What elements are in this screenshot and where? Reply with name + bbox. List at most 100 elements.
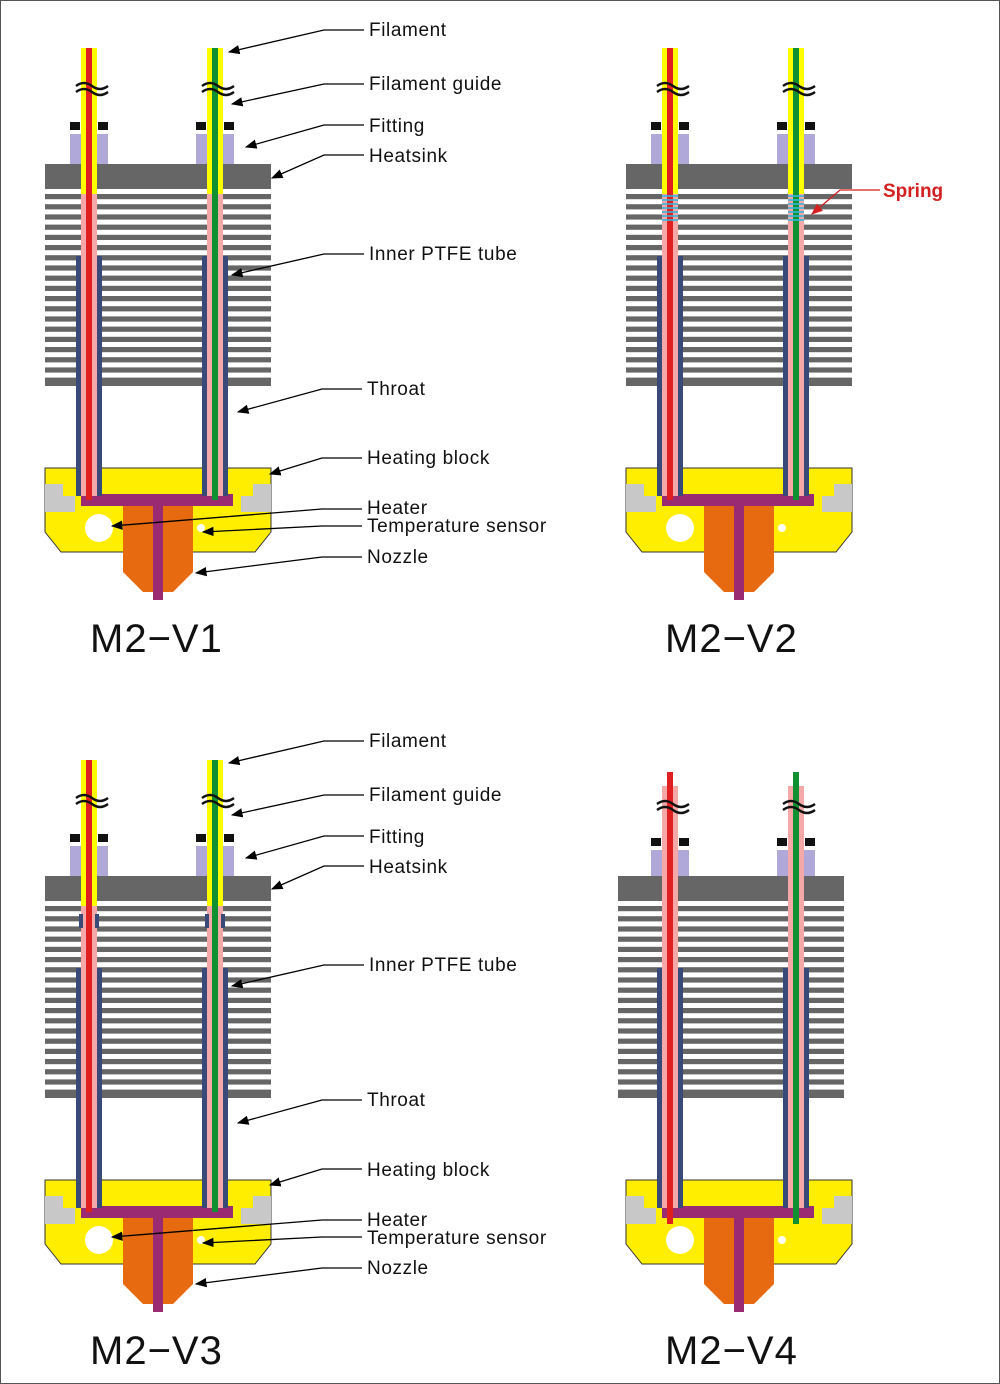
break-mark — [656, 799, 690, 809]
heatsink-fin-gap — [45, 331, 271, 337]
heatsink-fin-gap — [45, 189, 271, 194]
leader-heatsink — [270, 154, 364, 179]
heatsink-fin-gap — [45, 982, 271, 988]
heatsink-fin-gap — [618, 1003, 844, 1008]
heatsink-fin-gap — [626, 301, 852, 307]
leader-heatsink — [270, 865, 364, 890]
heater-bar — [81, 1206, 233, 1218]
heater-cartridge-hole — [666, 514, 694, 542]
heatsink-fin-gap — [618, 1054, 844, 1059]
filament — [793, 772, 799, 1224]
guide-stop — [205, 914, 209, 928]
label-nozzle-bottom: Nozzle — [367, 1258, 429, 1279]
heatsink-fin-gap — [626, 240, 852, 245]
heatsink-fin-gap — [45, 962, 271, 968]
heatsink-fin-gap — [45, 342, 271, 347]
heatsink-fin-gap — [626, 342, 852, 347]
heatsink-fin-gap — [618, 962, 844, 968]
melt-channel — [153, 506, 163, 600]
break-mark — [75, 87, 109, 97]
label-heating-block-top: Heating block — [367, 448, 490, 469]
label-filament-top: Filament — [369, 20, 447, 41]
labels-top: Filament Filament guide Fitting Heatsink… — [367, 20, 943, 568]
fitting-cap-right — [98, 122, 108, 130]
fitting-cap-right — [224, 834, 234, 842]
leader-nozzle — [194, 1267, 362, 1288]
heatsink-fin-gap — [626, 209, 852, 215]
heatsink-fin-gap — [618, 1013, 844, 1019]
leader-inner-ptfe-tube — [230, 253, 364, 278]
heatsink-fin-gap — [618, 1023, 844, 1029]
heatsink-fin-gap — [618, 931, 844, 937]
heatsink-fin-gap — [45, 1064, 271, 1070]
filament-path-right — [196, 48, 235, 500]
heatsink-fin-gap — [618, 941, 844, 947]
heatsink-fin-gap — [45, 972, 271, 978]
heatsink-fin-gap — [618, 1084, 844, 1090]
heatsink-fin-gap — [45, 372, 271, 378]
filament-path-right — [777, 48, 816, 500]
heatsink-fin-gap — [618, 972, 844, 978]
heating-block-insert-right — [822, 484, 852, 512]
heatsink-fin-gap — [626, 280, 852, 286]
melt-channel — [734, 506, 744, 600]
heating-block-insert-right — [241, 1196, 271, 1224]
heatsink-fin-gap — [45, 270, 271, 276]
leader-inner-ptfe-tube — [230, 964, 364, 989]
label-fitting-bottom: Fitting — [369, 827, 425, 848]
heatsink-fin-gap — [45, 992, 271, 998]
heatsink-fin-gap — [45, 952, 271, 957]
heater-cartridge-hole — [85, 514, 113, 542]
temperature-sensor-hole — [197, 524, 205, 532]
hotend-v4 — [618, 772, 853, 1312]
heater-cartridge-hole — [85, 1226, 113, 1254]
leader-heating-block — [268, 1168, 362, 1187]
leader-temperature-sensor — [201, 1236, 362, 1248]
heatsink-fin-gap — [618, 1033, 844, 1039]
leader-fitting — [244, 124, 364, 149]
heatsink-fin-gap — [45, 229, 271, 235]
heating-block-insert-right — [822, 1196, 852, 1224]
label-heatsink-bottom: Heatsink — [369, 857, 448, 878]
filament — [212, 48, 218, 500]
label-heating-block-bottom: Heating block — [367, 1160, 490, 1181]
heating-block-insert-left — [626, 1196, 656, 1224]
label-filament-guide-bottom: Filament guide — [369, 785, 502, 806]
heatsink-fin-gap — [45, 911, 271, 917]
heatsink-fin-gap — [626, 362, 852, 368]
heating-block-insert-left — [626, 484, 656, 512]
fitting-cap-left — [196, 834, 206, 842]
heatsink-fin-gap — [626, 199, 852, 205]
fitting-cap-right — [224, 122, 234, 130]
break-mark — [201, 81, 235, 91]
filament — [793, 48, 799, 500]
heatsink-fin-gap — [45, 1023, 271, 1029]
title-m2-v4: M2−V4 — [665, 1329, 798, 1373]
heatsink-fin-gap — [618, 911, 844, 917]
heatsink-fin-gap — [45, 362, 271, 368]
filament-path-left — [651, 48, 690, 500]
leader-fitting — [244, 835, 364, 860]
label-inner-ptfe-tube-bottom: Inner PTFE tube — [369, 955, 517, 976]
variant-titles: M2−V1 M2−V2 M2−V3 M2−V4 — [90, 617, 798, 1373]
heatsink-fin-gap — [45, 941, 271, 947]
break-mark — [782, 805, 816, 815]
heatsink-fin-gap — [626, 229, 852, 235]
title-m2-v2: M2−V2 — [665, 617, 798, 661]
leader-spring — [811, 189, 880, 215]
heating-block-insert-left — [45, 1196, 75, 1224]
break-mark — [782, 799, 816, 809]
heatsink-fin-gap — [626, 352, 852, 358]
label-filament-bottom: Filament — [369, 731, 447, 752]
label-nozzle-top: Nozzle — [367, 547, 429, 568]
filament — [667, 772, 673, 1224]
guide-stop — [221, 914, 225, 928]
leader-heater — [110, 508, 362, 530]
heatsink-fin-gap — [626, 331, 852, 337]
break-mark — [782, 87, 816, 97]
heatsink-fin-gap — [45, 280, 271, 286]
title-m2-v3: M2−V3 — [90, 1329, 223, 1373]
filament-path-right — [777, 772, 816, 1224]
break-mark — [656, 805, 690, 815]
